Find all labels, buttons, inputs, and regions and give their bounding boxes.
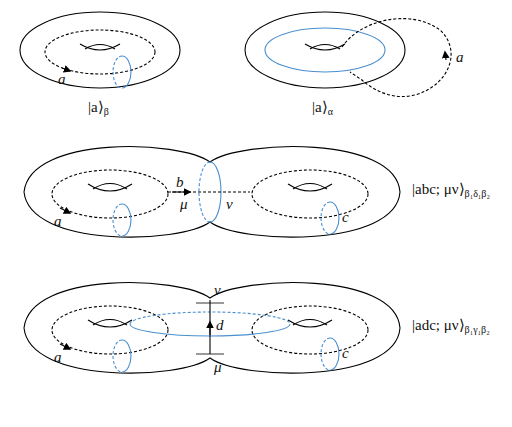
symbol-label: μ [180,197,188,212]
state-ket: |abc; μν⟩β₁δ₁β₂ [412,182,490,199]
symbol-label: c [342,210,349,225]
symbol-label: ν [226,197,233,212]
state-ket: |a⟩α [312,100,333,117]
state-ket: |adc; μν⟩β₁γ₁β₂ [412,318,490,335]
symbol-label: a [54,350,62,365]
symbol-label: a [456,50,464,65]
symbol-label: a [58,72,66,87]
symbol-label: c [342,346,349,361]
symbol-label: d [216,318,224,333]
symbol-label: a [54,214,62,229]
symbol-label: b [176,175,184,190]
symbol-label: ν [214,283,221,298]
state-ket: |a⟩β [88,100,109,117]
symbol-label: μ [214,360,222,375]
